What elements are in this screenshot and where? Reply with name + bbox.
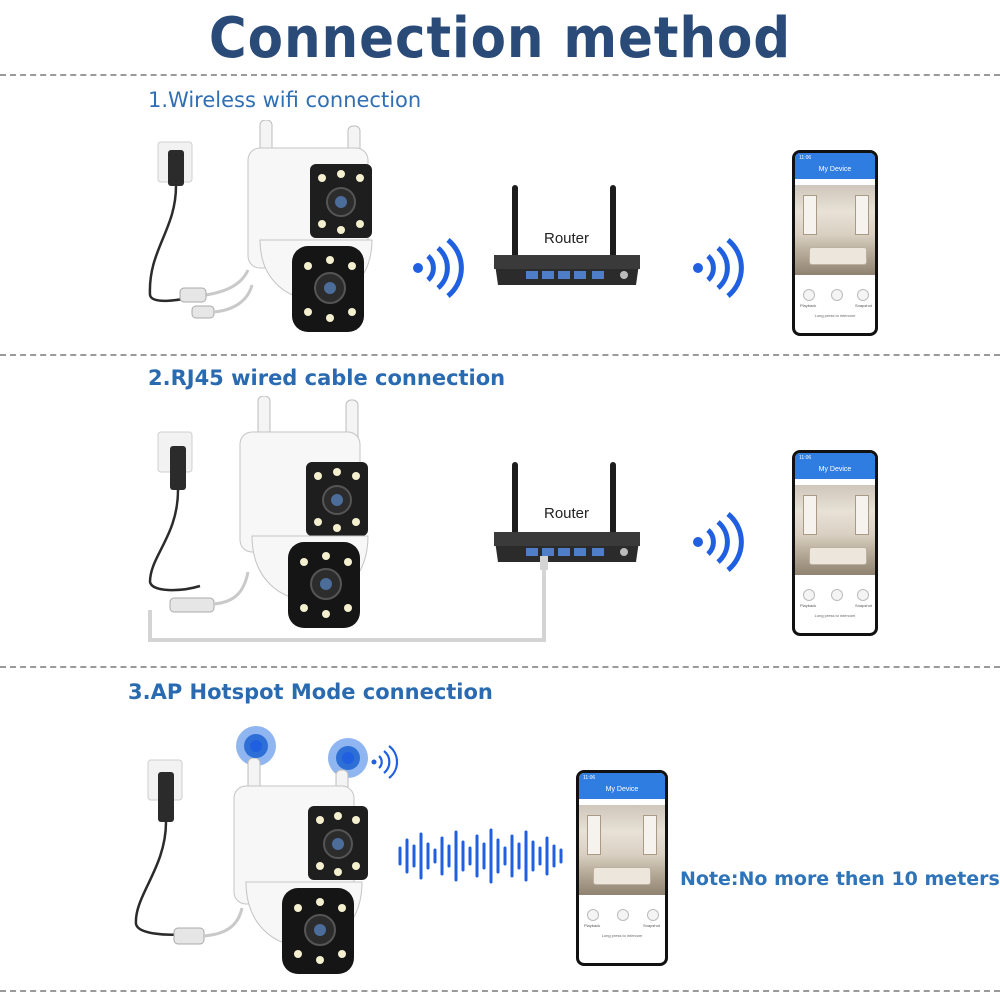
router-label: Router xyxy=(544,230,590,247)
playback-label: Playback xyxy=(584,923,601,928)
page-title: Connection method xyxy=(208,6,792,71)
camera-icon xyxy=(148,396,546,642)
intercom-hint: Long press to intercom xyxy=(601,933,643,938)
phone-status-time: 11:06 xyxy=(795,453,875,463)
router-icon xyxy=(494,462,640,570)
playback-label: Playback xyxy=(800,603,817,608)
wifi-signal-icon xyxy=(413,238,464,298)
phone-icon: 11:06 My Device Playback Snapshot Long p… xyxy=(792,450,878,636)
intercom-hint: Long press to intercom xyxy=(814,313,856,318)
phone-app-title: My Device xyxy=(795,163,875,179)
distance-note: Note:No more then 10 meters xyxy=(680,868,1000,890)
snapshot-label: Snapshot xyxy=(855,303,872,308)
camera-icon xyxy=(134,758,368,974)
divider xyxy=(0,990,1000,992)
phone-status-time: 11:06 xyxy=(795,153,875,163)
section-3-title: 3.AP Hotspot Mode connection xyxy=(128,680,493,704)
divider xyxy=(0,74,1000,76)
section-2-title: 2.RJ45 wired cable connection xyxy=(148,366,506,390)
divider xyxy=(0,354,1000,356)
camera-icon xyxy=(148,120,373,332)
section-1-title: 1.Wireless wifi connection xyxy=(148,88,422,112)
sound-wave-icon xyxy=(398,828,563,884)
wifi-signal-icon xyxy=(693,512,744,572)
phone-icon: 11:06 My Device Playback Snapshot Long p… xyxy=(576,770,668,966)
hotspot-icon xyxy=(236,726,399,779)
divider xyxy=(0,666,1000,668)
phone-app-title: My Device xyxy=(795,463,875,479)
playback-label: Playback xyxy=(800,303,817,308)
phone-app-title: My Device xyxy=(579,783,665,799)
phone-status-time: 11:06 xyxy=(579,773,665,783)
intercom-hint: Long press to intercom xyxy=(814,613,856,618)
router-label: Router xyxy=(544,505,590,522)
snapshot-label: Snapshot xyxy=(855,603,872,608)
wifi-signal-icon xyxy=(693,238,744,298)
router-icon xyxy=(494,185,640,285)
snapshot-label: Snapshot xyxy=(643,923,660,928)
phone-icon: 11:06 My Device Playback Snapshot Long p… xyxy=(792,150,878,336)
